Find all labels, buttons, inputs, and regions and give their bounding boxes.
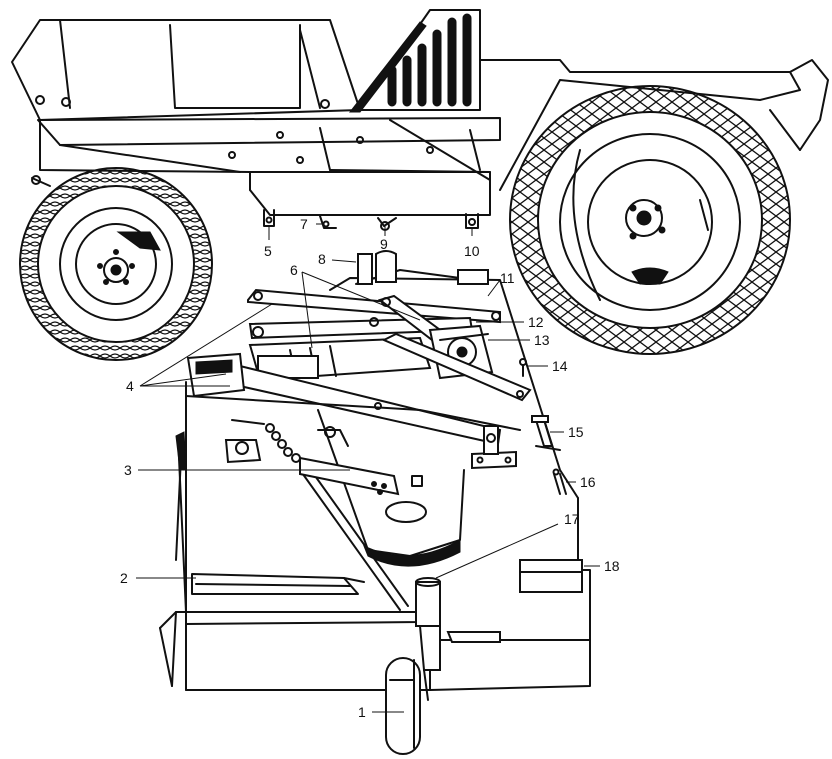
chain xyxy=(265,423,301,463)
part-15-pin xyxy=(531,415,561,451)
callout-8: 8 xyxy=(318,251,326,267)
callout-17: 17 xyxy=(564,511,580,527)
callout-16: 16 xyxy=(580,474,596,490)
linkage-assembly xyxy=(186,288,532,470)
lower-arm-short xyxy=(381,332,532,402)
callout-1: 1 xyxy=(358,704,366,720)
callout-12: 12 xyxy=(528,314,544,330)
front-wheel xyxy=(509,85,791,355)
arm-end-bracket xyxy=(471,450,517,470)
callout-14: 14 xyxy=(552,358,568,374)
rear-wheel xyxy=(19,167,213,361)
part-8 xyxy=(357,250,397,285)
tractor-cab xyxy=(11,19,361,121)
callout-6: 6 xyxy=(290,262,298,278)
chassis-frame xyxy=(31,117,501,216)
callout-5: 5 xyxy=(264,243,272,259)
callout-7: 7 xyxy=(300,216,308,232)
tractor xyxy=(11,9,829,361)
part-drawbar xyxy=(299,456,423,496)
callout-10: 10 xyxy=(464,243,480,259)
callout-18: 18 xyxy=(604,558,620,574)
callout-3: 3 xyxy=(124,462,132,478)
mounting-brackets xyxy=(263,209,479,231)
lower-arm-long xyxy=(220,364,502,446)
engine-grille xyxy=(348,9,481,113)
part-14-pin xyxy=(519,358,527,377)
callout-15: 15 xyxy=(568,424,584,440)
callout-2: 2 xyxy=(120,570,128,586)
callout-13: 13 xyxy=(534,332,550,348)
front-fender xyxy=(479,59,829,191)
callout-leaders xyxy=(136,223,600,713)
callout-4: 4 xyxy=(126,378,134,394)
pto-shaft xyxy=(248,336,432,382)
callout-labels: 1 2 3 4 5 6 7 8 9 10 11 12 13 14 15 16 1… xyxy=(120,216,620,720)
part-11-block xyxy=(457,269,489,285)
callout-11: 11 xyxy=(500,270,515,286)
callout-9: 9 xyxy=(380,236,388,252)
part-18-block xyxy=(519,559,583,593)
part-16-pin xyxy=(552,468,567,495)
caster-wheel xyxy=(385,577,441,755)
part-rod xyxy=(191,573,365,595)
mower-deck xyxy=(159,269,591,691)
